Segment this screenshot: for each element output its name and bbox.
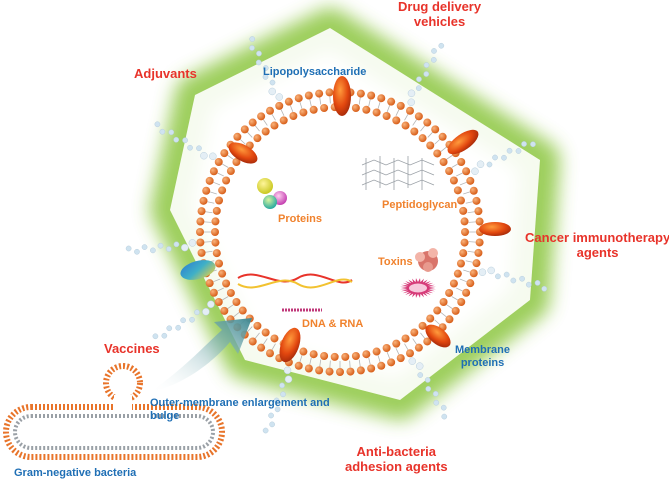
dna-rna-strands [237, 273, 353, 312]
label-peptidoglycan: Peptidoglycan [382, 199, 458, 211]
halo-pentagon [150, 8, 560, 420]
membrane-protein-left [228, 142, 258, 164]
membrane-protein-rainbow [180, 260, 216, 280]
label-outer-membrane-bulge: Outer-membrane enlargement and bulge [150, 397, 330, 422]
membrane-protein-lower-right [425, 324, 451, 348]
label-cancer-immunotherapy: Cancer immunotherapy agents [525, 230, 669, 260]
label-dna-rna: DNA & RNA [302, 318, 364, 330]
toxin-icons [400, 248, 438, 298]
label-anti-bacteria: Anti-bacteria adhesion agents [345, 444, 448, 474]
label-membrane-proteins: Membrane proteins [455, 344, 511, 369]
lps-chains [125, 36, 548, 434]
label-proteins: Proteins [278, 213, 323, 225]
gram-negative-bacterium [3, 363, 225, 460]
label-adjuvants: Adjuvants [134, 66, 197, 81]
membrane-protein-group [180, 76, 511, 363]
label-gram-negative: Gram-negative bacteria [14, 467, 137, 479]
label-vaccines: Vaccines [104, 341, 160, 356]
membrane-protein-right [479, 222, 511, 236]
membrane-protein-bottom [279, 327, 301, 363]
membrane-protein-top [333, 76, 351, 116]
peptidoglycan-mesh [361, 156, 435, 190]
membrane-protein-upper-right [447, 129, 479, 155]
proteins-spheres [257, 178, 287, 209]
label-drug-delivery: Drug delivery vehicles [398, 0, 482, 29]
bulge-arrow [150, 318, 252, 392]
label-lipopolysaccharide: Lipopolysaccharide [263, 66, 367, 78]
label-toxins: Toxins [378, 256, 413, 268]
